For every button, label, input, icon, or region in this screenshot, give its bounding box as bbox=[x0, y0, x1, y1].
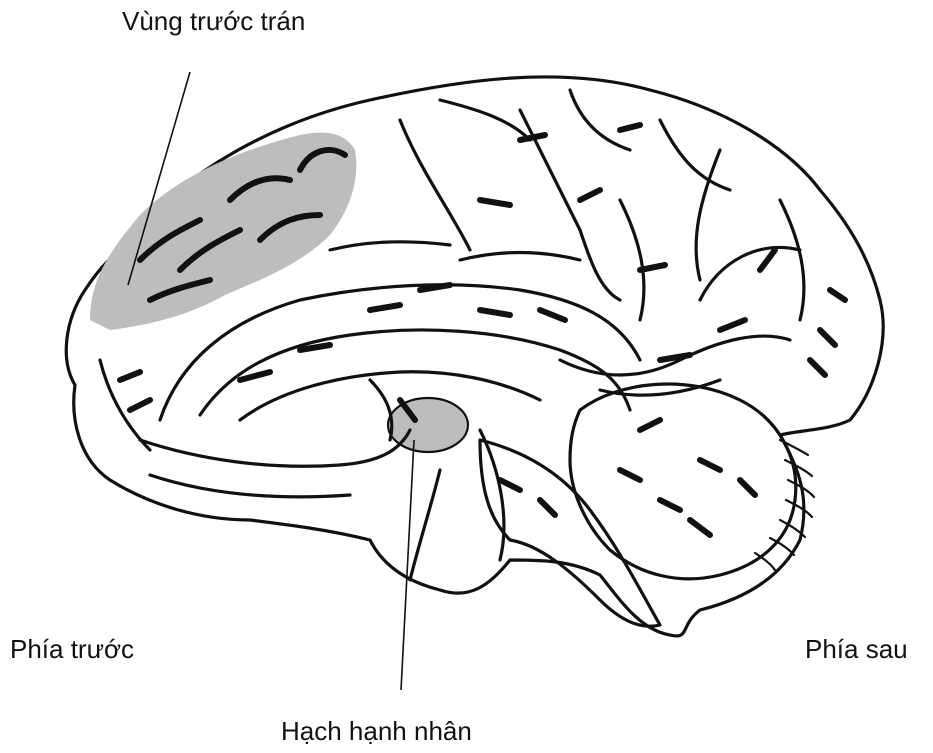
brain-folds bbox=[100, 90, 804, 580]
amygdala-leader-line bbox=[401, 440, 414, 690]
prefrontal-label: Vùng trước trán bbox=[122, 6, 305, 36]
anterior-label: Phía trước bbox=[10, 634, 134, 664]
prefrontal-region bbox=[90, 133, 356, 330]
posterior-label: Phía sau bbox=[805, 634, 908, 664]
cerebellum bbox=[570, 384, 796, 579]
brain-outline bbox=[66, 77, 883, 636]
amygdala-label: Hạch hạnh nhân bbox=[281, 716, 472, 746]
